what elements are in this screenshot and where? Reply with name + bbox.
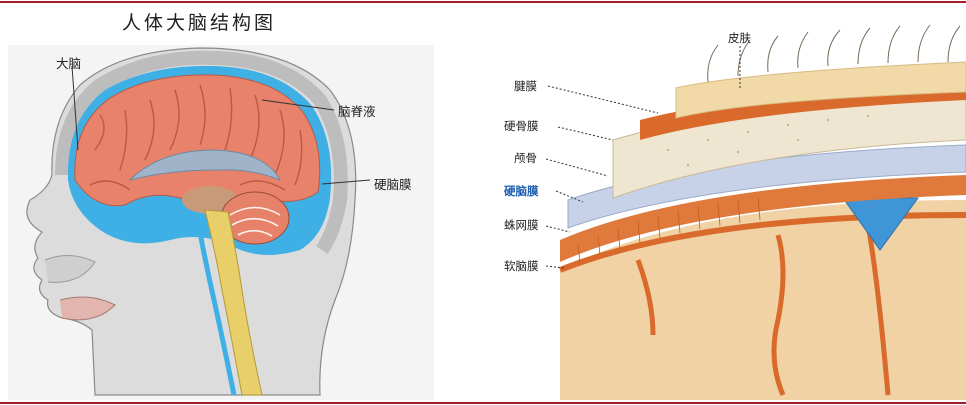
label-arachnoid: 蛛网膜: [504, 217, 539, 233]
label-dura-left: 硬脑膜: [374, 174, 412, 193]
label-skull: 颅骨: [514, 150, 537, 166]
brain-structure-panel: 人体大脑结构图: [0, 0, 440, 405]
label-csf: 脑脊液: [338, 101, 376, 120]
label-dura-right: 硬脑膜: [504, 183, 539, 199]
label-skin: 皮肤: [728, 30, 751, 46]
label-cerebrum: 大脑: [56, 53, 81, 72]
meninges-layer-illustration: [448, 0, 966, 405]
label-galea: 腱膜: [514, 78, 537, 94]
meninges-layers-panel: 皮肤 腱膜 硬骨膜 颅骨 硬脑膜 蛛网膜 软脑膜: [448, 0, 966, 405]
label-periosteum: 硬骨膜: [504, 118, 539, 134]
label-pia: 软脑膜: [504, 258, 539, 274]
